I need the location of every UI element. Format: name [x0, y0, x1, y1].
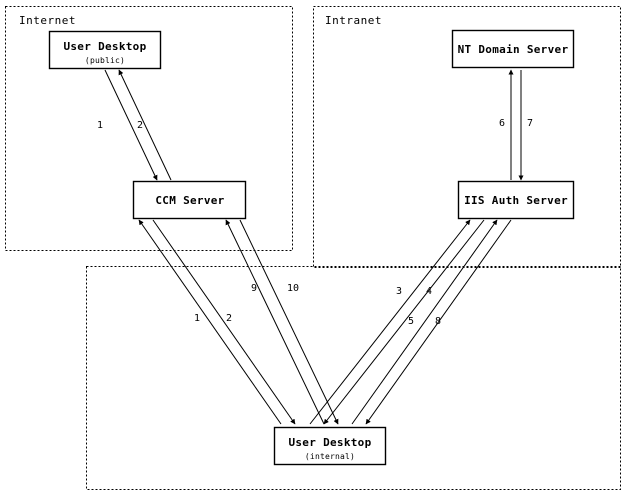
flow-label-2-internal: 2 [226, 313, 232, 324]
zone-intranet: Intranet [313, 6, 621, 268]
node-ccm-server-box[interactable] [132, 180, 247, 220]
flow-label-1-public: 1 [97, 120, 103, 131]
flow-label-2-public: 2 [137, 120, 143, 131]
edge-public-to-ccm [104, 69, 172, 181]
node-user-desktop-public[interactable]: User Desktop (public) [48, 30, 162, 70]
zone-internet: Internet [5, 6, 293, 251]
edge-step-1-public [104, 69, 158, 181]
edge-iis-nt [508, 69, 524, 181]
node-nt-domain-server[interactable]: NT Domain Server [451, 29, 575, 69]
flow-label-7: 7 [527, 118, 533, 129]
node-user-desktop-public-subtitle: (public) [85, 56, 125, 65]
edge-ccm-internal-left [138, 219, 296, 425]
flow-label-6: 6 [499, 118, 505, 129]
flow-label-1-internal: 1 [194, 313, 200, 324]
edge-step-4 [323, 219, 485, 425]
node-iis-auth-server-box[interactable] [457, 180, 575, 220]
edge-step-1-internal [138, 219, 282, 425]
node-nt-domain-server-title: NT Domain Server [458, 43, 569, 56]
zone-internet-border [5, 6, 293, 251]
zone-intranet-border [313, 6, 621, 268]
flow-label-9: 9 [251, 283, 257, 294]
node-ccm-server-title: CCM Server [155, 194, 224, 207]
flow-label-3: 3 [396, 286, 402, 297]
zone-internal-border [86, 266, 621, 490]
node-user-desktop-internal-title: User Desktop [288, 436, 371, 449]
flow-label-8: 8 [435, 316, 441, 327]
edge-internal-iis-a [309, 219, 485, 425]
node-user-desktop-internal[interactable]: User Desktop (internal) [273, 426, 387, 466]
edge-internal-iis-b [351, 219, 512, 425]
zone-internet-label: Internet [19, 14, 76, 27]
zone-internal [86, 266, 621, 490]
flow-label-4: 4 [426, 286, 432, 297]
edge-step-9 [225, 219, 325, 425]
flow-label-10: 10 [287, 283, 299, 294]
flow-label-5: 5 [408, 316, 414, 327]
node-iis-auth-server-title: IIS Auth Server [464, 194, 568, 207]
node-user-desktop-public-title: User Desktop [63, 40, 146, 53]
edge-step-8 [365, 219, 512, 425]
edge-step-2-public [118, 69, 172, 181]
zone-intranet-label: Intranet [325, 14, 382, 27]
node-ccm-server[interactable]: CCM Server [132, 180, 247, 220]
node-user-desktop-public-box[interactable] [48, 30, 162, 70]
node-user-desktop-internal-subtitle: (internal) [305, 452, 355, 461]
node-iis-auth-server[interactable]: IIS Auth Server [457, 180, 575, 220]
node-nt-domain-server-box[interactable] [451, 29, 575, 69]
edge-step-5 [351, 219, 498, 425]
edge-ccm-internal-right [225, 219, 339, 425]
edge-step-10 [239, 219, 339, 425]
node-user-desktop-internal-box[interactable] [273, 426, 387, 466]
edge-step-2-internal [152, 219, 296, 425]
edge-step-3 [309, 219, 471, 425]
